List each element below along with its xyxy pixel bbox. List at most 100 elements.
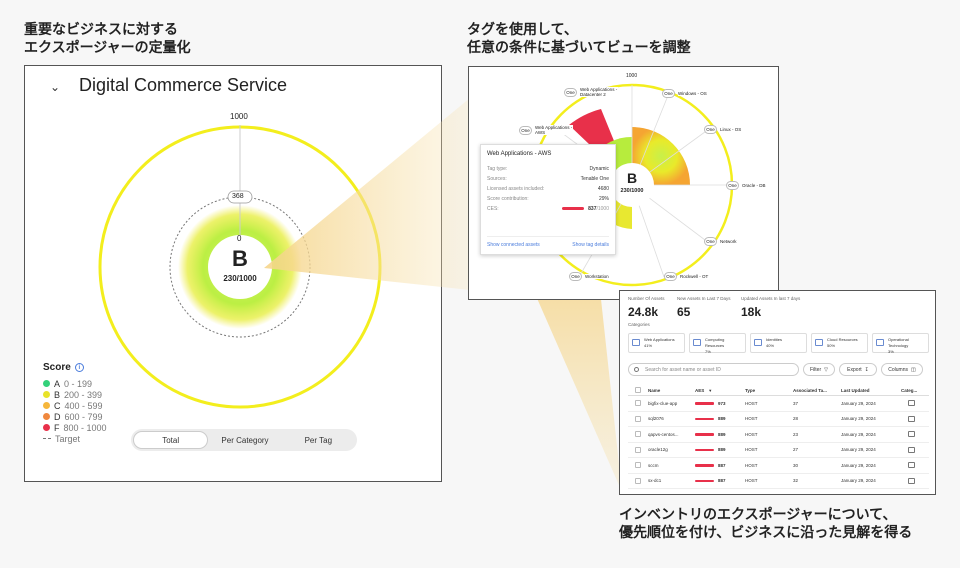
show-tag-details-link[interactable]: Show tag details	[572, 242, 609, 248]
col-categories[interactable]: Categ...	[901, 387, 918, 393]
cell-categories	[901, 415, 921, 422]
tooltip-row: Tag type:Dynamic	[487, 166, 609, 176]
node-badge: One	[726, 181, 739, 190]
caption-line: タグを使用して、	[467, 22, 578, 38]
category-pct: 40%	[766, 343, 775, 348]
categories-label: Categories	[628, 322, 650, 327]
stat-new-assets: New Assets In Last 7 Days 65	[677, 296, 731, 319]
cell-associated-tags: 27	[793, 447, 799, 453]
node-badge: One	[519, 125, 532, 135]
cell-last-updated: January 29, 2024	[841, 416, 876, 422]
select-all-checkbox[interactable]	[635, 387, 641, 393]
category-icon	[907, 400, 915, 407]
cell-aes: 889	[695, 447, 745, 452]
cell-associated-tags: 28	[793, 416, 799, 422]
cell-categories	[901, 446, 921, 453]
tooltip-value: Tenable One	[580, 176, 609, 182]
row-checkbox[interactable]	[635, 415, 641, 422]
score-center	[208, 235, 272, 299]
ces-max: /1000	[596, 206, 609, 212]
col-type[interactable]: Type	[745, 387, 756, 393]
aes-bar	[695, 464, 714, 467]
chevron-down-icon[interactable]: ⌄	[50, 80, 61, 94]
col-name[interactable]: Name	[648, 387, 661, 393]
cell-type: HOST	[745, 400, 758, 406]
category-name: Operational Technology	[888, 337, 909, 348]
cell-name[interactable]: sccm	[648, 462, 659, 468]
legend-range: 0 - 199	[64, 378, 93, 389]
ces-value: 837	[588, 206, 597, 212]
cell-name[interactable]: sql2076	[648, 416, 664, 422]
columns-button[interactable]: Columns◫	[881, 363, 923, 376]
show-connected-assets-link[interactable]: Show connected assets	[487, 242, 540, 248]
grade-dot	[43, 391, 50, 398]
row-checkbox[interactable]	[635, 431, 641, 438]
search-input[interactable]: Search for asset name or asset ID	[628, 363, 799, 376]
aes-value: 887	[718, 462, 726, 468]
category-name: Computing Resources	[705, 337, 725, 348]
category-icon	[907, 431, 915, 438]
cell-last-updated: January 29, 2024	[841, 400, 876, 406]
col-aes[interactable]: AES▼	[695, 388, 745, 393]
score-value: 230/1000	[223, 274, 257, 283]
tab-per-tag[interactable]: Per Tag	[304, 435, 333, 445]
cell-aes: 887	[695, 478, 745, 483]
export-button[interactable]: Export↧	[839, 363, 877, 376]
filter-button[interactable]: Filter▽	[803, 363, 835, 376]
tab-total[interactable]: Total	[133, 431, 209, 449]
tab-per-category[interactable]: Per Category	[221, 435, 269, 445]
grade-dot	[43, 413, 50, 420]
cell-associated-tags: 37	[793, 400, 799, 406]
row-checkbox[interactable]	[635, 477, 641, 484]
target-label: Target	[55, 433, 81, 444]
cell-aes: 889	[695, 432, 745, 437]
view-segmented-control: Total Per Category Per Tag	[131, 429, 357, 451]
aes-bar	[695, 433, 714, 436]
cell-name[interactable]: oracle12g	[648, 447, 668, 453]
row-checkbox-cell	[628, 462, 648, 469]
cell-name[interactable]: sx-dc1	[648, 478, 662, 484]
stat-label: Updated Assets In last 7 days	[741, 296, 801, 301]
category-icon	[907, 446, 915, 453]
row-checkbox[interactable]	[635, 400, 641, 407]
node-label: Web Applications - AWS	[535, 125, 573, 135]
cell-categories	[901, 431, 921, 438]
col-associated-tags[interactable]: Associated Ta...	[793, 387, 827, 393]
col-last-updated[interactable]: Last Updated	[841, 387, 870, 393]
category-icon	[815, 339, 823, 346]
search-icon	[634, 367, 639, 372]
category-icon	[876, 339, 884, 346]
cell-name[interactable]: qapvs-centos...	[648, 431, 679, 437]
node-label: Linux - OS	[720, 127, 742, 132]
cell-name[interactable]: bigfix-clue-app	[648, 400, 678, 406]
tooltip-key: Licensed assets included:	[487, 186, 545, 192]
node-badge: One	[664, 272, 677, 281]
row-checkbox[interactable]	[635, 446, 641, 453]
caption-line: 任意の条件に基づいてビューを調整	[467, 40, 691, 56]
scale-max-label: 1000	[230, 112, 248, 121]
info-icon[interactable]: i	[74, 363, 84, 372]
row-checkbox[interactable]	[635, 462, 641, 469]
cell-last-updated: January 29, 2024	[841, 447, 876, 453]
